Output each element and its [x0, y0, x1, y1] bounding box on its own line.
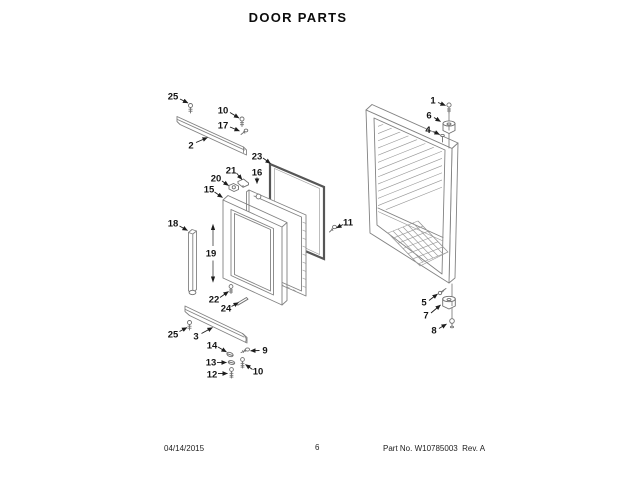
footer-date: 04/14/2015 [164, 444, 205, 453]
callout-20: 20 [211, 174, 229, 186]
hinge-pin-part-4 [440, 133, 445, 143]
cabinet-drawing [365, 104, 459, 284]
side-rail-drawing [188, 229, 197, 296]
door-panel-drawing [222, 195, 288, 306]
callout-19: 19 [206, 249, 217, 260]
callout-11: 11 [336, 218, 354, 229]
callout-15: 15 [204, 185, 223, 198]
callout-25-bottom: 25 [168, 327, 188, 341]
screw-part-25-bottom [187, 320, 192, 331]
callout-7: 7 [423, 304, 441, 322]
footer-part-number: Part No. W10785003 Rev. A [383, 444, 486, 453]
hinge-bracket-part-6 [442, 120, 456, 134]
callout-label: 17 [218, 121, 229, 132]
callout-label: 19 [206, 249, 217, 260]
screw-part-11 [329, 224, 337, 233]
callout-label: 20 [211, 174, 222, 185]
screw-part-5 [437, 288, 447, 296]
callout-label: 15 [204, 185, 215, 196]
callout-14: 14 [207, 341, 227, 353]
callout-12: 12 [207, 370, 228, 381]
callout-label: 12 [207, 370, 218, 381]
bottom-rail-drawing [184, 305, 248, 344]
callout-23: 23 [252, 152, 271, 164]
callout-label: 18 [168, 219, 179, 230]
screw-part-10-bottom [240, 357, 245, 369]
callout-label: 21 [226, 166, 237, 177]
callout-2: 2 [188, 137, 208, 152]
callout-label: 4 [425, 125, 431, 136]
callout-1: 1 [430, 96, 446, 107]
callout-label: 25 [168, 92, 179, 103]
callout-16: 16 [252, 168, 263, 184]
callout-label: 3 [193, 332, 198, 343]
hinge-part-20 [228, 183, 239, 192]
callout-18: 18 [168, 219, 188, 231]
clip-part-13 [227, 360, 236, 365]
top-hinge-parts [440, 102, 456, 149]
callout-9: 9 [250, 346, 268, 357]
callout-3: 3 [193, 327, 213, 343]
callout-label: 2 [188, 141, 193, 152]
callout-6: 6 [426, 111, 441, 122]
callout-label: 10 [253, 367, 264, 378]
callout-label: 7 [423, 311, 428, 322]
callout-21: 21 [226, 166, 243, 180]
callout-8: 8 [431, 323, 447, 337]
callouts: 25 10 17 2 23 21 [168, 92, 447, 381]
callout-22: 22 [209, 291, 229, 306]
callout-label: 25 [168, 330, 179, 341]
callout-label: 5 [421, 298, 427, 309]
bracket-part-21 [237, 178, 249, 188]
screw-part-25-top [188, 103, 193, 114]
screw-part-1 [446, 102, 452, 114]
callout-5: 5 [421, 293, 438, 309]
callout-label: 10 [218, 106, 229, 117]
callout-label: 11 [343, 218, 354, 229]
screw-part-9 [240, 347, 250, 354]
clip-part-14 [226, 351, 234, 358]
small-parts [187, 103, 337, 379]
vent-hatching [378, 122, 442, 215]
floor-crosshatch [387, 220, 449, 267]
callout-13: 13 [206, 358, 227, 369]
strip-part-24 [236, 297, 249, 306]
grommet-part-8 [449, 318, 455, 329]
hinge-bracket-part-7 [442, 295, 456, 310]
callout-label: 6 [426, 111, 431, 122]
screw-part-22 [228, 284, 234, 294]
callout-24: 24 [221, 302, 239, 315]
callout-label: 14 [207, 341, 218, 352]
callout-label: 16 [252, 168, 263, 179]
top-rail-drawing [176, 116, 247, 156]
fastener-part-17 [240, 128, 249, 135]
page-title: DOOR PARTS [248, 10, 348, 25]
screw-part-12 [229, 367, 234, 379]
callout-label: 8 [431, 326, 436, 337]
footer-page-number: 6 [315, 443, 320, 452]
callout-10-bottom: 10 [245, 364, 264, 378]
callout-4: 4 [425, 125, 440, 136]
callout-label: 9 [262, 346, 267, 357]
callout-10-top: 10 [218, 106, 240, 119]
callout-label: 22 [209, 295, 220, 306]
callout-25-top: 25 [168, 92, 189, 104]
bottom-hinge-parts [437, 283, 456, 329]
callout-17: 17 [218, 121, 240, 132]
callout-label: 13 [206, 358, 217, 369]
callout-label: 23 [252, 152, 263, 163]
callout-label: 24 [221, 304, 232, 315]
screw-part-10-top [239, 116, 245, 127]
callout-label: 1 [430, 96, 436, 107]
dimension-19 [210, 223, 216, 283]
